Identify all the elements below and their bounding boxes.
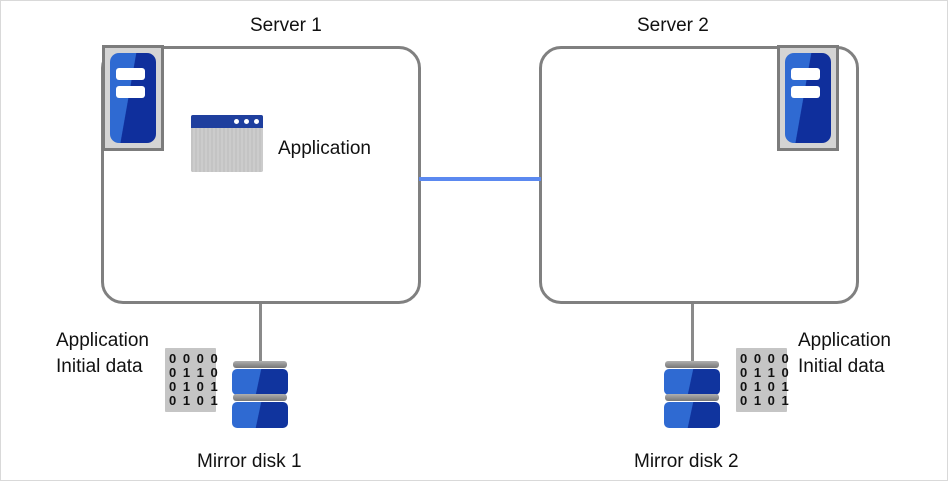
disk-block — [232, 369, 288, 395]
binary-row: 0 0 0 0 — [740, 351, 791, 366]
server-icon — [102, 45, 164, 151]
binary-row: 0 0 0 0 — [169, 351, 220, 366]
window-dot-icon — [254, 119, 259, 124]
binary-data-icon: 0 0 0 0 0 1 1 0 0 1 0 1 0 1 0 1 — [165, 348, 220, 412]
disk-block — [664, 402, 720, 428]
right-data-caption-line-2: Initial data — [798, 355, 885, 377]
server-2-disk-connector — [691, 304, 694, 361]
binary-row: 0 1 0 1 — [169, 393, 220, 408]
server-icon-body — [785, 53, 831, 143]
server-icon-body — [110, 53, 156, 143]
binary-data-icon: 0 0 0 0 0 1 1 0 0 1 0 1 0 1 0 1 — [736, 348, 791, 412]
binary-row: 0 1 0 1 — [740, 379, 791, 394]
mirror-disk-icon — [664, 361, 720, 433]
left-data-caption-line-2: Initial data — [56, 355, 143, 377]
window-dot-icon — [234, 119, 239, 124]
binary-row: 0 1 1 0 — [169, 365, 220, 380]
disk-block — [664, 369, 720, 395]
mirror-disk-2-label: Mirror disk 2 — [634, 451, 739, 472]
right-data-caption: Application Initial data — [798, 328, 918, 379]
disk-platter-bar — [233, 361, 287, 368]
right-data-caption-line-1: Application — [798, 330, 891, 351]
server-icon-bar-1 — [791, 68, 820, 80]
left-data-caption-line-1: Application — [56, 330, 149, 351]
window-dot-icon — [244, 119, 249, 124]
left-data-caption: Application Initial data — [56, 328, 166, 379]
disk-platter-bar — [665, 361, 719, 368]
server-2-box — [539, 46, 859, 304]
application-window-titlebar — [191, 115, 263, 128]
mirror-disk-1-label: Mirror disk 1 — [197, 451, 302, 472]
application-window-icon — [191, 115, 263, 172]
server-icon — [777, 45, 839, 151]
binary-row: 0 1 1 0 — [740, 365, 791, 380]
server-1-disk-connector — [259, 304, 262, 361]
server-1-title: Server 1 — [250, 15, 322, 36]
mirror-disk-icon — [232, 361, 288, 433]
server-icon-bar-2 — [116, 86, 145, 98]
server-icon-bar-2 — [791, 86, 820, 98]
server-interconnect-line — [419, 177, 541, 181]
application-label: Application — [278, 138, 371, 159]
server-2-title: Server 2 — [637, 15, 709, 36]
disk-platter-bar — [233, 394, 287, 401]
server-1-box — [101, 46, 421, 304]
disk-block — [232, 402, 288, 428]
binary-row: 0 1 0 1 — [169, 379, 220, 394]
server-icon-bar-1 — [116, 68, 145, 80]
application-window-pane — [191, 128, 263, 172]
binary-row: 0 1 0 1 — [740, 393, 791, 408]
disk-platter-bar — [665, 394, 719, 401]
